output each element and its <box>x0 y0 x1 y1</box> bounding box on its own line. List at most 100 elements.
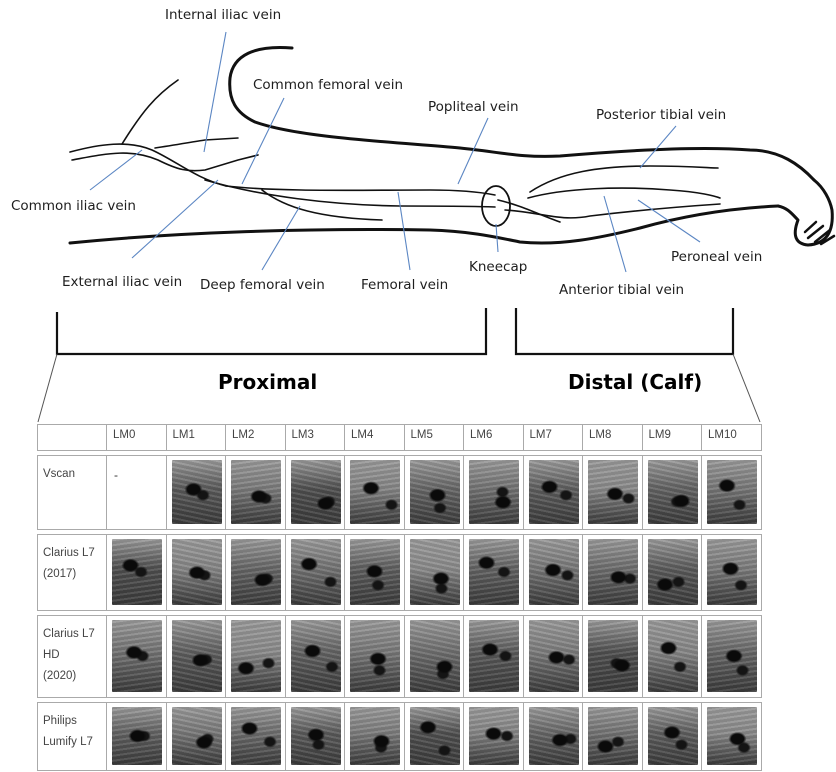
column-header-lm6: LM6 <box>463 424 524 451</box>
ultrasound-image <box>409 707 460 765</box>
ultrasound-cell <box>344 455 405 530</box>
ultrasound-image <box>290 620 341 692</box>
ultrasound-image <box>290 707 341 765</box>
ultrasound-image <box>350 539 400 605</box>
label-internal-iliac-vein: Internal iliac vein <box>165 7 282 23</box>
ultrasound-image <box>112 707 162 765</box>
leader-kneecap <box>495 223 499 253</box>
ultrasound-image <box>290 460 341 524</box>
ultrasound-image <box>350 620 400 692</box>
label-kneecap: Kneecap <box>469 259 528 275</box>
leader-common-iliac <box>89 149 143 191</box>
ultrasound-cell <box>641 615 702 698</box>
ultrasound-cell <box>463 615 524 698</box>
ultrasound-cell <box>344 534 405 611</box>
ultrasound-image <box>707 620 757 692</box>
device-row: Vscan - <box>37 455 762 530</box>
ultrasound-image <box>528 707 579 765</box>
ultrasound-image <box>588 707 638 765</box>
ultrasound-cell <box>403 534 464 611</box>
leader-external-iliac <box>131 179 219 259</box>
leader-posterior-tibial <box>639 125 677 169</box>
deep-femoral-vessel <box>261 189 383 221</box>
proximal-bracket <box>55 308 488 356</box>
calf-vessel-mid <box>527 187 721 199</box>
ultrasound-cell <box>284 455 345 530</box>
ultrasound-cell <box>641 534 702 611</box>
ultrasound-cell <box>225 534 286 611</box>
ultrasound-image <box>171 707 222 765</box>
ultrasound-cell <box>701 455 762 530</box>
label-external-iliac-vein: External iliac vein <box>62 274 183 290</box>
ultrasound-image <box>350 707 400 765</box>
column-header-lm1: LM1 <box>165 424 226 451</box>
ultrasound-cell <box>582 615 643 698</box>
ultrasound-image <box>231 620 281 692</box>
ultrasound-cell <box>403 615 464 698</box>
perspective-line-left <box>37 353 58 423</box>
column-header-row: LM0 LM1 LM2 LM3 LM4 LM5 LM6 LM7 LM8 LM9 … <box>37 424 762 451</box>
column-header-lm7: LM7 <box>522 424 583 451</box>
ultrasound-cell <box>225 702 286 771</box>
device-name-line: Clarius L7 <box>43 547 95 559</box>
ultrasound-cell <box>284 615 345 698</box>
ultrasound-image <box>290 539 341 605</box>
ultrasound-image <box>409 539 460 605</box>
ultrasound-image <box>409 460 460 524</box>
ultrasound-cell <box>106 615 167 698</box>
ultrasound-grid: LM0 LM1 LM2 LM3 LM4 LM5 LM6 LM7 LM8 LM9 … <box>37 424 762 771</box>
common-iliac-lower <box>71 152 259 172</box>
ultrasound-image <box>707 539 757 605</box>
ultrasound-image <box>469 539 519 605</box>
missing-image-dash: - <box>114 468 118 482</box>
distal-heading: Distal (Calf) <box>568 370 703 394</box>
ultrasound-cell <box>165 615 226 698</box>
ultrasound-cell <box>701 534 762 611</box>
ultrasound-image <box>171 620 222 692</box>
column-header-lm2: LM2 <box>225 424 286 451</box>
ultrasound-cell <box>701 702 762 771</box>
column-header-lm3: LM3 <box>284 424 345 451</box>
ultrasound-cell <box>106 702 167 771</box>
ultrasound-image <box>231 539 281 605</box>
device-name-line: Clarius L7 <box>43 628 95 640</box>
ultrasound-image <box>231 460 281 524</box>
label-common-femoral-vein: Common femoral vein <box>253 77 404 93</box>
ultrasound-image <box>647 539 698 605</box>
ultrasound-image <box>409 620 460 692</box>
ultrasound-cell <box>225 615 286 698</box>
ultrasound-cell: - <box>106 455 167 530</box>
ultrasound-image <box>171 539 222 605</box>
foot-outline <box>776 178 834 247</box>
ultrasound-cell <box>463 534 524 611</box>
ultrasound-image <box>112 620 162 692</box>
ultrasound-cell <box>165 702 226 771</box>
ultrasound-image <box>707 707 757 765</box>
femoral-vessel-lower <box>204 179 496 208</box>
ultrasound-cell <box>344 702 405 771</box>
ultrasound-cell <box>641 455 702 530</box>
column-header-lm5: LM5 <box>403 424 464 451</box>
ultrasound-cell <box>106 534 167 611</box>
ultrasound-cell <box>284 702 345 771</box>
toes <box>803 220 836 246</box>
label-common-iliac-vein: Common iliac vein <box>11 198 136 214</box>
leg-outline-upper <box>228 45 816 182</box>
calf-vessel-lower <box>504 203 721 219</box>
leader-femoral <box>397 191 411 271</box>
device-name-line: Vscan <box>43 468 75 480</box>
ultrasound-cell <box>582 702 643 771</box>
ultrasound-image <box>171 460 222 524</box>
device-name-line: (2020) <box>43 670 77 682</box>
column-header-lm9: LM9 <box>641 424 702 451</box>
ultrasound-cell <box>522 534 583 611</box>
ultrasound-cell <box>522 455 583 530</box>
calf-vessel-upper <box>529 165 719 193</box>
ultrasound-image <box>528 620 579 692</box>
ultrasound-cell <box>522 702 583 771</box>
ultrasound-image <box>528 460 579 524</box>
label-femoral-vein: Femoral vein <box>361 277 449 293</box>
